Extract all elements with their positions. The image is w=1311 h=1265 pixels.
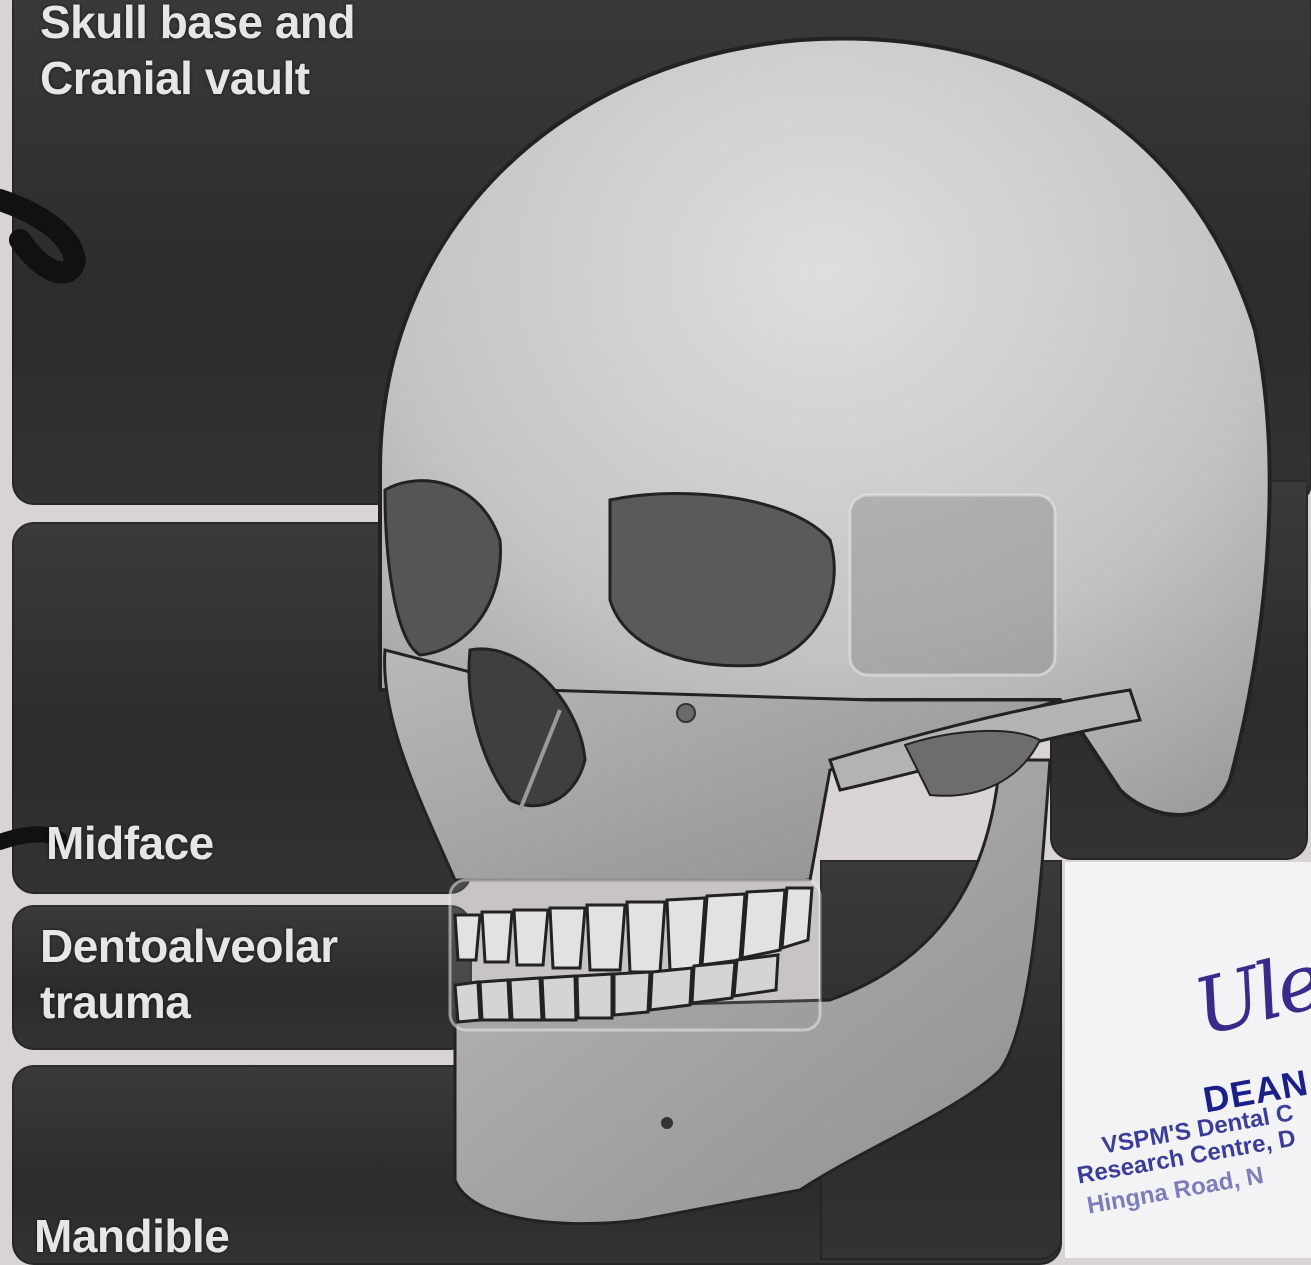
label-mandible: Mandible (34, 1208, 229, 1264)
label-skull-base-cranial-vault: Skull base and Cranial vault (40, 0, 355, 106)
binder-ring (0, 200, 75, 273)
infraorbital-foramen (677, 704, 695, 722)
mental-foramen (661, 1117, 673, 1129)
label-midface: Midface (46, 815, 214, 871)
right-orbit (610, 493, 834, 665)
label-dentoalveolar-trauma: Dentoalveolar trauma (40, 918, 338, 1030)
orbit-highlight-box (850, 495, 1055, 675)
